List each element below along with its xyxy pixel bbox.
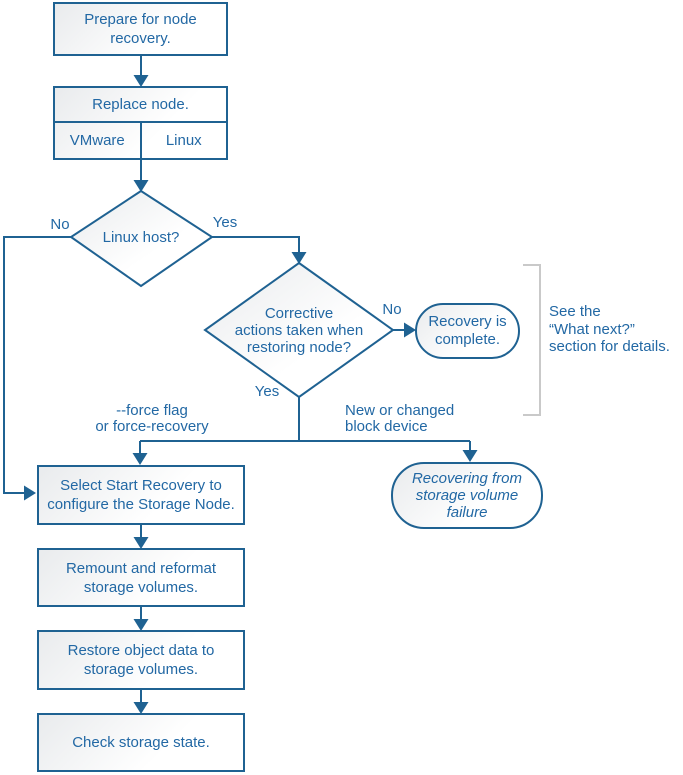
edge-select-remount [133,525,149,549]
decision-linux-host-shape [69,189,214,288]
node-select-recovery: Select Start Recovery to configure the S… [37,465,245,525]
edge-no-recovery-complete [393,322,416,338]
decision-corrective-actions-label: Corrective actions taken when restoring … [234,305,364,356]
option-linux: Linux [139,123,227,158]
node-check-state: Check storage state. [37,713,245,772]
label-force-flag: --force flag or force-recovery [95,402,209,435]
arrow-down-icon [133,619,149,631]
edge-yes-corrective [212,236,307,264]
edge-restore-check [133,690,149,714]
option-vmware: VMware [69,132,125,149]
label-yes-corrective: Yes [254,383,280,400]
arrow-down-icon [133,537,149,549]
edge-yes-split [132,397,478,465]
arrow-down-icon [291,252,307,264]
node-check-state-label: Check storage state. [72,734,210,751]
arrow-down-icon [133,180,149,192]
edge-line [212,236,300,252]
bracket-icon [523,264,541,416]
see-what-next-note: See the “What next?” section for details… [549,303,670,355]
edge-replace-linuxhost [133,160,149,192]
edge-no-select-recovery [3,236,71,501]
label-no-corrective: No [382,301,402,318]
label-yes-linux: Yes [212,214,238,231]
arrow-down-icon [133,75,149,87]
label-block-device: New or changed block device [345,402,455,435]
node-restore: Restore object data to storage volumes. [37,630,245,690]
arrow-down-icon [132,453,148,465]
node-restore-label: Restore object data to storage volumes. [67,642,215,678]
node-remount: Remount and reformat storage volumes. [37,548,245,607]
node-recovering-volume: Recovering from storage volume failure [391,462,543,529]
arrow-right-icon [404,322,416,338]
arrow-down-icon [133,702,149,714]
edge-prepare-replace [133,56,149,87]
node-replace-label: Replace node. [55,88,226,123]
node-prepare: Prepare for node recovery. [53,2,228,56]
edge-line [3,236,71,494]
node-replace-options: VMware Linux [55,123,226,158]
node-prepare-label: Prepare for node recovery. [84,11,197,47]
node-select-recovery-label: Select Start Recovery to configure the S… [47,477,235,513]
node-recovering-volume-label: Recovering from storage volume failure [411,470,523,521]
node-replace: Replace node. VMware Linux [53,86,228,160]
node-recovery-complete: Recovery is complete. [415,303,520,359]
node-remount-label: Remount and reformat storage volumes. [65,559,217,596]
edge-remount-restore [133,607,149,631]
decision-linux-host-label: Linux host? [102,229,180,246]
label-no-linux: No [50,216,70,233]
arrow-right-icon [24,485,36,501]
node-recovery-complete-label: Recovery is complete. [428,313,507,348]
arrow-down-icon [462,450,478,462]
